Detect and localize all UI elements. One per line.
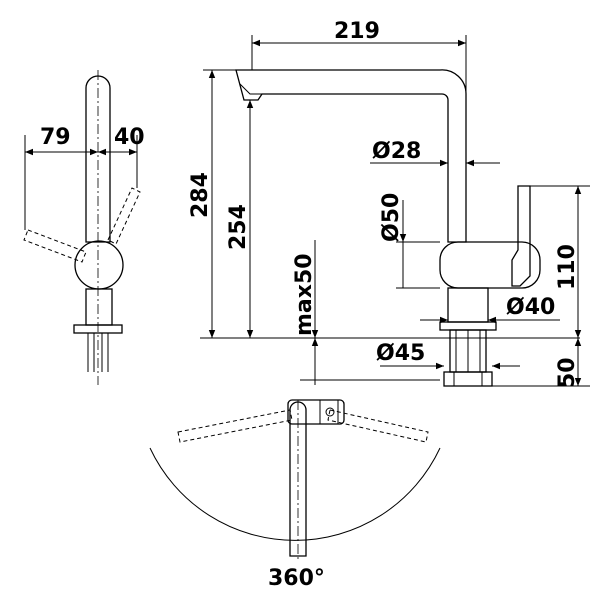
- dim-label-284: 284: [188, 172, 213, 218]
- side-view-base: [73, 324, 123, 334]
- side-view: 79 40: [23, 70, 145, 385]
- dim-label-max50: max50: [292, 253, 317, 336]
- dim-label-110: 110: [555, 244, 580, 290]
- dim-label-dia45: Ø45: [376, 341, 425, 366]
- spout-ghost-right: [327, 409, 429, 443]
- dim-label-dia40: Ø40: [506, 295, 555, 320]
- lever-handle: [511, 185, 531, 287]
- side-view-lower-body: [85, 288, 113, 326]
- side-view-joint: [74, 240, 124, 290]
- head-block-top: [287, 399, 345, 425]
- front-view: 219 284 254 max50: [188, 19, 590, 388]
- dim-label-219: 219: [334, 19, 380, 44]
- lever-pivot: [325, 407, 335, 417]
- faucet-body: [439, 241, 541, 289]
- spout: [235, 69, 467, 243]
- spout-top: [289, 401, 307, 557]
- top-view: 360°: [149, 399, 441, 591]
- faucet-base: [439, 321, 497, 331]
- mounting-nut: [443, 371, 493, 387]
- dim-label-360: 360°: [268, 566, 325, 591]
- dim-label-50: 50: [555, 357, 580, 388]
- side-view-column: [85, 75, 111, 243]
- dim-label-dia50: Ø50: [379, 193, 404, 242]
- dim-label-dia28: Ø28: [372, 139, 421, 164]
- dim-label-254: 254: [226, 204, 251, 250]
- spout-ghost-left: [177, 409, 293, 443]
- rotation-arc: [149, 447, 441, 541]
- dim-label-79: 79: [40, 125, 71, 150]
- faucet-lower-body: [447, 287, 489, 323]
- dim-label-40: 40: [114, 125, 145, 150]
- side-view-lever-positions: [23, 187, 141, 263]
